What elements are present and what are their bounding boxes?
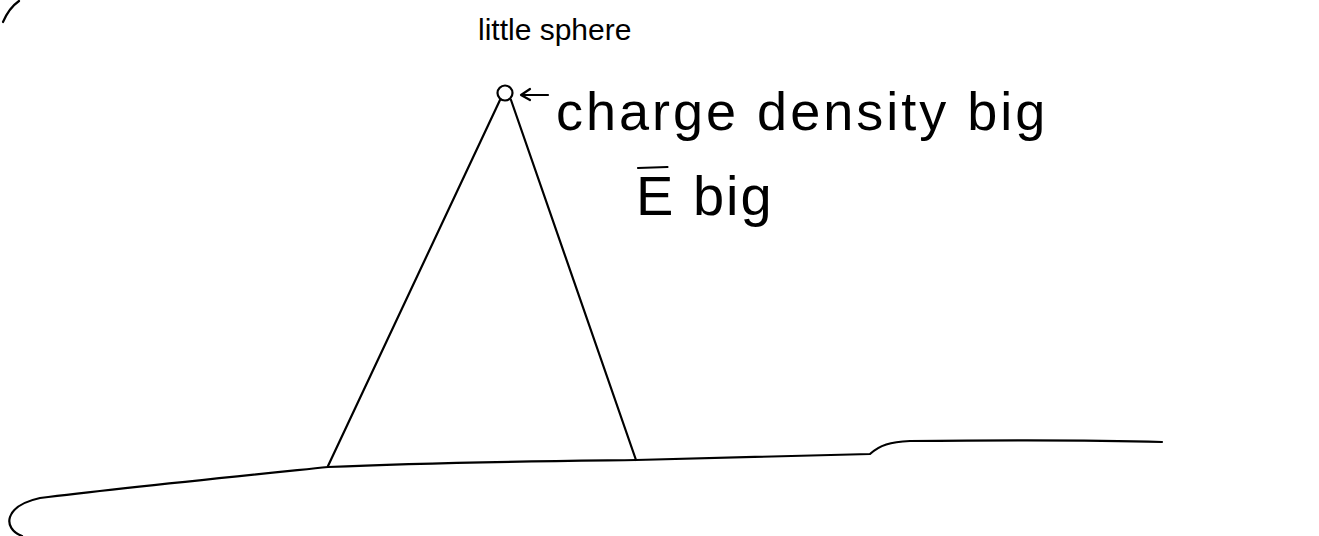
cone-side [511, 100, 636, 460]
little-sphere [498, 86, 513, 101]
field-label: E big [636, 160, 774, 233]
callout-label: charge density big [556, 76, 1048, 146]
arrow-head [521, 89, 530, 100]
cone-side [328, 100, 500, 466]
leader-arrow [522, 94, 548, 96]
corner-stroke [3, 1, 19, 22]
callout-label: little sphere [478, 10, 631, 49]
ground-line [9, 440, 1162, 536]
